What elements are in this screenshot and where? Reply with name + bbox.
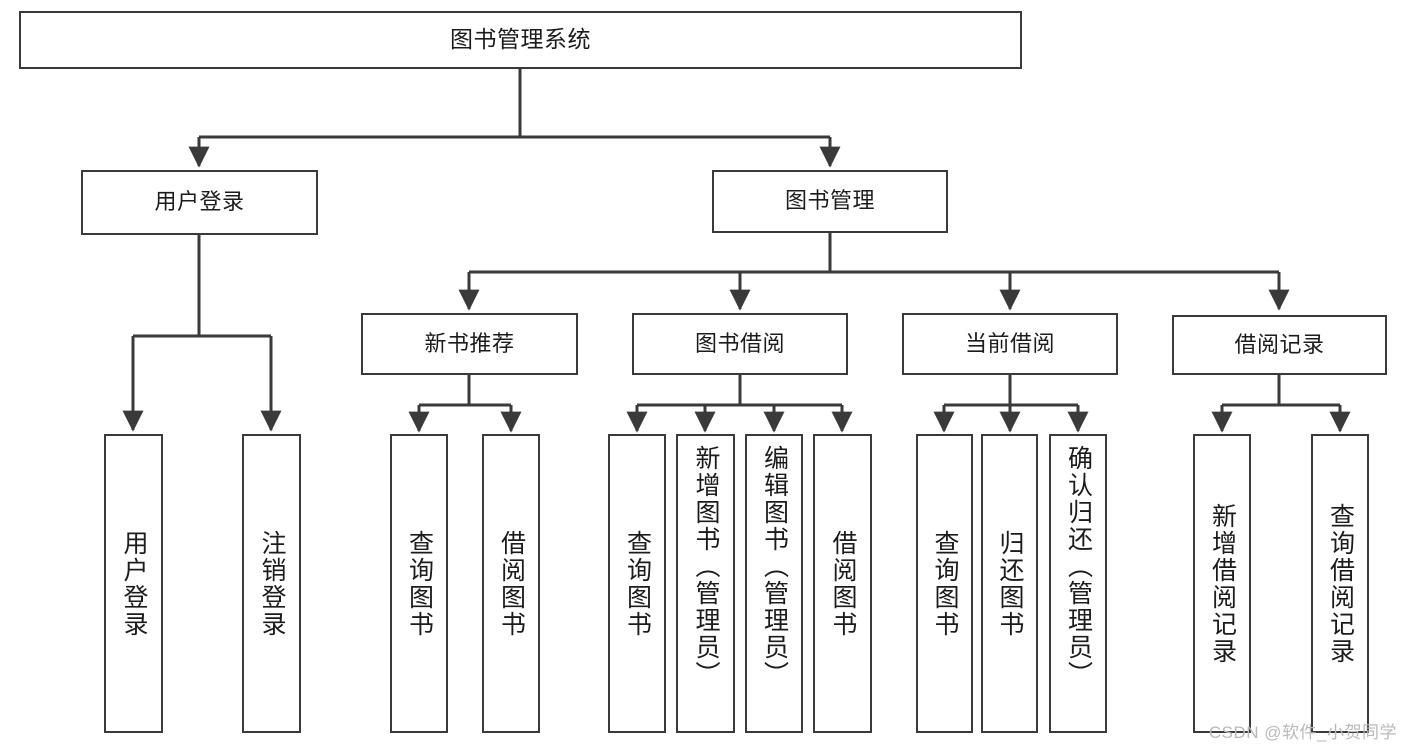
leaf-confirm-return-admin[interactable]: 确认归还（管理员） bbox=[1049, 434, 1107, 733]
node-label: 新增借阅记录 bbox=[1208, 502, 1237, 665]
node-borrow-record[interactable]: 借阅记录 bbox=[1172, 315, 1387, 375]
node-label: 当前借阅 bbox=[964, 330, 1055, 356]
node-user-login[interactable]: 用户登录 bbox=[81, 170, 318, 235]
node-label: 图书管理 bbox=[784, 188, 875, 214]
node-label: 查询图书 bbox=[405, 529, 434, 638]
node-label: 图书借阅 bbox=[694, 330, 785, 356]
leaf-add-book-admin[interactable]: 新增图书（管理员） bbox=[676, 434, 735, 733]
node-label: 归还图书 bbox=[996, 529, 1024, 638]
node-label: 图书管理系统 bbox=[450, 26, 591, 53]
leaf-query-book-borrow[interactable]: 查询图书 bbox=[608, 434, 666, 733]
node-label: 新增图书（管理员） bbox=[692, 445, 720, 688]
node-current-borrow[interactable]: 当前借阅 bbox=[902, 313, 1118, 375]
node-label: 用户登录 bbox=[154, 189, 245, 215]
node-label: 借阅图书 bbox=[829, 529, 857, 638]
leaf-return-book[interactable]: 归还图书 bbox=[981, 434, 1038, 733]
leaf-borrow-book[interactable]: 借阅图书 bbox=[813, 434, 872, 733]
node-label: 借阅记录 bbox=[1234, 331, 1325, 357]
leaf-query-book-recommend[interactable]: 查询图书 bbox=[390, 434, 448, 733]
node-book-borrow[interactable]: 图书借阅 bbox=[632, 313, 848, 375]
node-label: 注销登录 bbox=[258, 529, 286, 638]
leaf-query-book-current[interactable]: 查询图书 bbox=[916, 434, 973, 733]
node-root-book-management-system[interactable]: 图书管理系统 bbox=[19, 11, 1022, 69]
leaf-borrow-book-recommend[interactable]: 借阅图书 bbox=[482, 434, 540, 733]
node-label: 用户登录 bbox=[120, 529, 148, 638]
node-label: 借阅图书 bbox=[497, 529, 526, 638]
leaf-user-login[interactable]: 用户登录 bbox=[104, 434, 163, 733]
leaf-add-borrow-record[interactable]: 新增借阅记录 bbox=[1193, 434, 1251, 733]
node-book-management[interactable]: 图书管理 bbox=[712, 170, 948, 233]
node-label: 新书推荐 bbox=[424, 330, 515, 356]
leaf-logout-login[interactable]: 注销登录 bbox=[242, 434, 301, 733]
node-label: 查询借阅记录 bbox=[1326, 502, 1355, 665]
node-new-book-recommend[interactable]: 新书推荐 bbox=[361, 313, 578, 375]
watermark-text: CSDN @软件_小贺同学 bbox=[1208, 723, 1397, 742]
node-label: 查询图书 bbox=[931, 529, 959, 638]
node-label: 确认归还（管理员） bbox=[1064, 445, 1093, 688]
leaf-query-borrow-record[interactable]: 查询借阅记录 bbox=[1311, 434, 1369, 733]
node-label: 编辑图书（管理员） bbox=[760, 445, 789, 688]
node-label: 查询图书 bbox=[623, 529, 652, 638]
leaf-edit-book-admin[interactable]: 编辑图书（管理员） bbox=[745, 434, 803, 733]
